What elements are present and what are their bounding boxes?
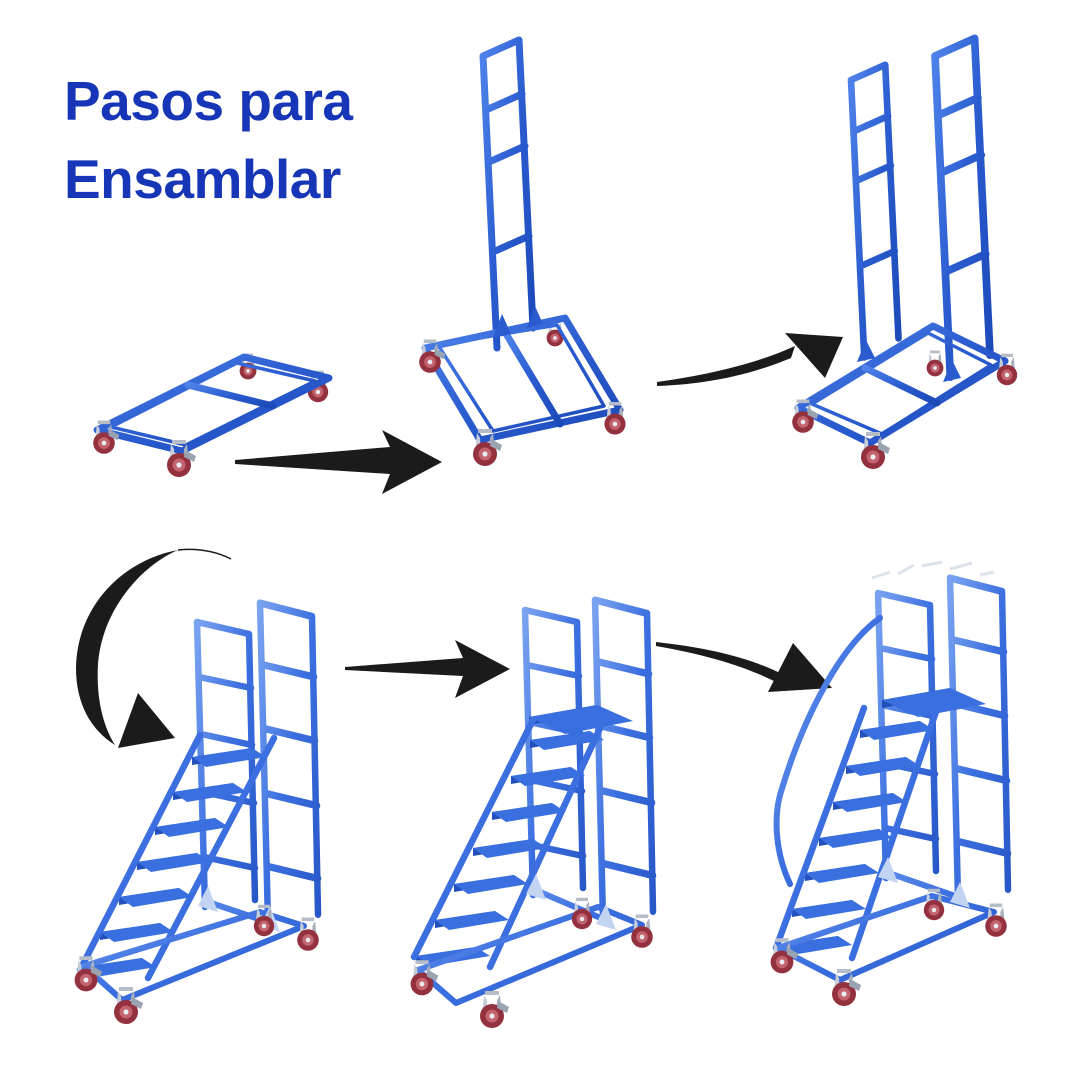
base-frame-inner-rail [436,323,606,433]
base-cross-member [861,364,941,407]
title-line-1: Pasos para [64,70,353,132]
rear-stringer [486,709,611,971]
upright-frame-far [595,600,653,919]
step-6-illustration [771,578,1008,1006]
arrow-step5-to-step6-icon [656,642,832,692]
upright-frame-far [950,578,1008,897]
base-cross-member [184,381,277,410]
top-platform [882,688,986,717]
watermark-remnant [871,560,995,580]
base-frame-inner-rail [810,331,993,436]
base-frame-outline [794,322,1009,447]
page-title: Pasos para Ensamblar [64,62,353,218]
base-rails [415,886,645,1006]
upright-frame-left [851,65,899,358]
upright-frame-right [935,38,990,377]
step-1-illustration [93,353,333,478]
step-3-illustration [792,38,1018,469]
arrow-step3-to-step4-icon [76,548,232,748]
arrow-step2-to-step3-icon [657,333,843,386]
arrow-step4-to-step5-icon [345,640,510,698]
base-rails [81,898,307,1003]
arrow-step1-to-step2-icon [235,430,442,494]
title-line-2: Ensamblar [64,148,341,210]
front-stringer [772,704,868,952]
upright-frame [483,40,533,348]
gusset-plates [878,857,970,908]
step-2-illustration [419,40,626,466]
caster-wheel-icon [926,350,944,377]
upright-frame-near [525,610,583,895]
base-frame-outline [421,314,624,444]
handrail [773,615,883,887]
step-5-illustration [411,600,653,1028]
gusset-plates [493,306,543,338]
gusset-plates [857,340,961,382]
step-4-illustration [75,603,319,1024]
base-rails [775,869,997,983]
gusset-plates [526,874,616,930]
top-platform [529,705,633,734]
caster-wheel-brake-icon [480,991,509,1028]
base-cross-member [501,328,564,428]
front-stringer [410,716,537,961]
upright-frame-far [260,603,318,922]
front-stringer [76,731,204,974]
caster-wheel-icon [571,897,593,930]
base-frame-outline [93,353,333,455]
